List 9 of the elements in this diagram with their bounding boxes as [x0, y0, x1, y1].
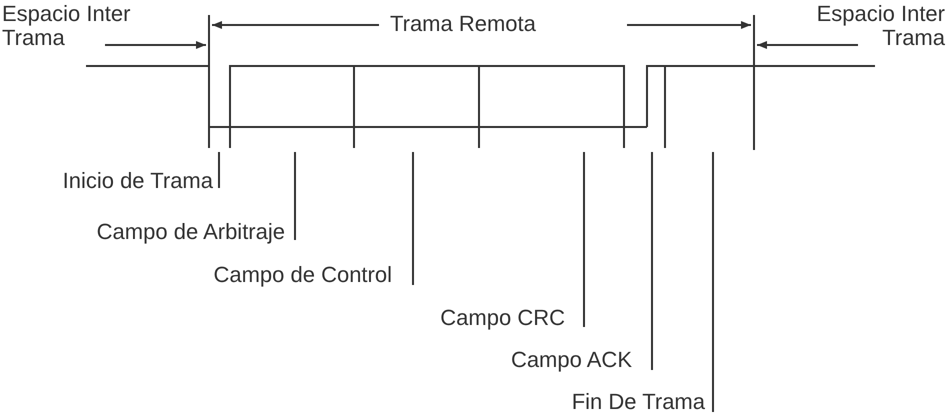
field-label: Fin De Trama: [572, 390, 705, 414]
gap-label: Espacio Inter Trama: [2, 2, 132, 50]
frame-label: Trama Remota: [390, 12, 536, 36]
field-label: Campo de Arbitraje: [96, 220, 285, 244]
field-label: Campo CRC: [440, 306, 565, 330]
gap-label: Espacio Inter Trama: [816, 2, 945, 50]
field-label: Inicio de Trama: [62, 169, 213, 193]
field-label: Campo ACK: [510, 348, 632, 372]
field-label: Campo de Control: [213, 263, 392, 287]
